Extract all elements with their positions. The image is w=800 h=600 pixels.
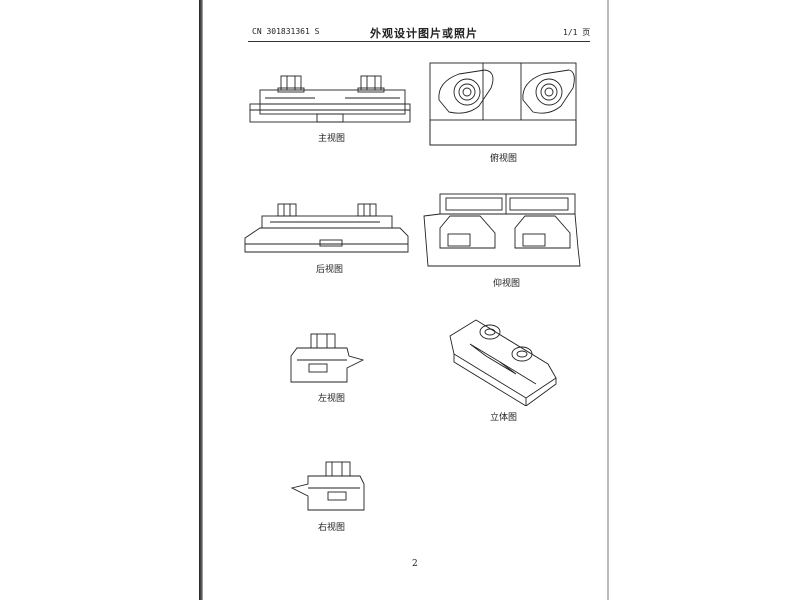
doc-number: CN 301831361 S xyxy=(252,27,320,36)
caption-front-view: 主视图 xyxy=(318,134,346,144)
page-number: 2 xyxy=(412,559,418,569)
header-divider xyxy=(248,41,590,42)
rear-view-drawing xyxy=(244,203,409,253)
page-right-edge xyxy=(607,0,609,600)
caption-top-view: 俯视图 xyxy=(490,154,518,164)
front-view-drawing xyxy=(249,75,411,123)
page-count: 1/1 页 xyxy=(563,28,591,37)
page-title: 外观设计图片或照片 xyxy=(370,27,478,40)
caption-rear-view: 后视图 xyxy=(316,265,344,275)
caption-left-view: 左视图 xyxy=(318,394,346,404)
page-left-edge-shadow xyxy=(199,0,203,600)
left-view-drawing xyxy=(290,333,365,383)
right-view-drawing xyxy=(290,461,365,511)
caption-right-view: 右视图 xyxy=(318,523,346,533)
bottom-view-drawing xyxy=(423,193,581,267)
top-view-drawing xyxy=(429,62,577,146)
isometric-view-drawing xyxy=(449,319,557,406)
caption-bottom-view: 仰视图 xyxy=(493,279,521,289)
caption-isometric-view: 立体图 xyxy=(490,413,518,423)
